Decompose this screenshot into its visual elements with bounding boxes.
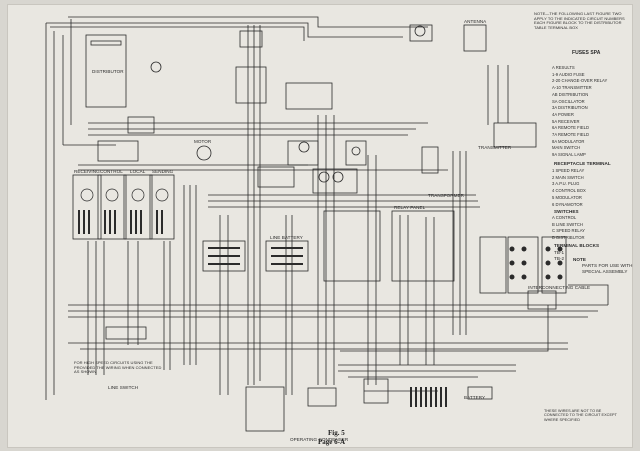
switch-item: B LINE SWITCH <box>552 221 583 227</box>
switches-list: A CONTROL B LINE SWITCH C SPEED RELAY D … <box>552 215 585 242</box>
fuse-item: AB DISTRIBUTION <box>552 91 589 97</box>
terminal-block-item: TB-2 <box>554 256 565 261</box>
fuse-item: 4A POWER <box>552 111 574 117</box>
fuse-item: SA OSCILLATOR <box>552 98 585 104</box>
fuse-item: 7A REMOTE FIELD <box>552 132 589 138</box>
fuse-item: 2-20 CHANGE-OVER RELAY <box>552 78 608 84</box>
terminal-block-item: TB-1 <box>554 250 565 255</box>
bottom-right-note: THESE WIRES ARE NOT TO BE CONNECTED TO T… <box>544 409 617 422</box>
relay-panel-label: RELAY PANEL <box>394 205 426 210</box>
header-note-line: TABLE TERMINAL BOX <box>534 24 578 30</box>
fuse-item: 6A REMOTE FIELD <box>552 125 589 131</box>
line-switch-label: LINE SWITCH <box>108 385 139 390</box>
note-text: SPECIAL ASSEMBLY <box>582 269 628 274</box>
switch-item: C SPEED RELAY <box>552 228 585 234</box>
switch-item: A CONTROL <box>552 215 577 220</box>
fuse-item: A-10 TRANSMITTER <box>552 85 592 91</box>
receptacle-item: 1 SPEED RELAY <box>552 168 585 173</box>
fuse-item: MAIN SWITCH <box>552 145 581 151</box>
transformer-label: TRANSFORMER <box>428 193 465 198</box>
control-label: CONTROL <box>100 169 123 174</box>
figure-caption: Fig. 5 <box>328 429 345 437</box>
fuse-item: 1-9 AUDIO FUSE <box>552 71 585 77</box>
receptacle-list: 1 SPEED RELAY 2 MAIN SWITCH 3 A.P.U. PLU… <box>552 168 586 208</box>
fuse-item: 3A DISTRIBUTION <box>552 105 588 111</box>
note-text: PARTS FOR USE WITH <box>582 263 633 268</box>
header-note-line: NOTE—THE FOLLOWING LAST FIGURE TWO <box>534 11 622 16</box>
header-note-line: EACH FIGURE BLOCK TO THE DISTRIBUTOR <box>534 20 622 26</box>
fuse-item: 9A SIGNAL LAMP <box>552 152 586 158</box>
receptacle-item: 3 A.P.U. PLUG <box>552 181 580 187</box>
receptacle-title: RECEPTACLE TERMINAL <box>554 161 611 166</box>
header-note-line: APPLY TO THE INDICATED CIRCUIT NUMBERS <box>534 15 625 21</box>
schematic-sheet: NOTE—THE FOLLOWING LAST FIGURE TWO APPLY… <box>8 5 632 447</box>
switch-item: D DISTRIBUTOR <box>552 235 585 241</box>
fuse-item: 8A MODULATOR <box>552 138 585 144</box>
sending-label: SENDING <box>152 169 174 174</box>
page-caption: Page 6-A <box>318 438 346 446</box>
fuse-item: A RESULTS <box>552 65 575 70</box>
distributor-label: DISTRIBUTOR <box>92 69 124 74</box>
fuse-item: 5A RECEIVER <box>552 118 580 124</box>
fuses-title: FUSES SPA <box>572 50 601 56</box>
receptacle-item: 4 CONTROL BOX <box>552 188 586 194</box>
interconnecting-cable-label: INTERCONNECTING CABLE <box>528 285 591 290</box>
line-battery-label: LINE BATTERY <box>270 235 303 240</box>
receiving-label: RECEIVING <box>74 169 100 174</box>
operating-condenser-label: OPERATING CONDENSER <box>290 437 349 442</box>
receptacle-item: 2 MAIN SWITCH <box>552 174 584 180</box>
transmitter-label: TRANSMITTER <box>478 145 512 150</box>
note-title: NOTE <box>573 257 586 262</box>
receptacle-item: 5 MODULATOR <box>552 194 582 200</box>
antenna-label: ANTENNA <box>464 19 487 24</box>
local-label: LOCAL <box>130 169 146 174</box>
switches-title: SWITCHES <box>554 209 579 214</box>
battery-label: BATTERY <box>464 395 486 400</box>
receptacle-item: 6 DYNAMOTOR <box>552 201 583 207</box>
header-note: NOTE—THE FOLLOWING LAST FIGURE TWO APPLY… <box>534 11 625 30</box>
fuses-list: A RESULTS 1-9 AUDIO FUSE 2-20 CHANGE-OVE… <box>552 65 607 159</box>
motor-label: MOTOR <box>194 139 212 144</box>
wiring-schematic <box>45 16 609 432</box>
bottom-left-note: FOR HIGH SPEED CIRCUITS USING THE PROVID… <box>74 360 162 375</box>
terminal-blocks-title: TERMINAL BLOCKS <box>554 243 600 248</box>
